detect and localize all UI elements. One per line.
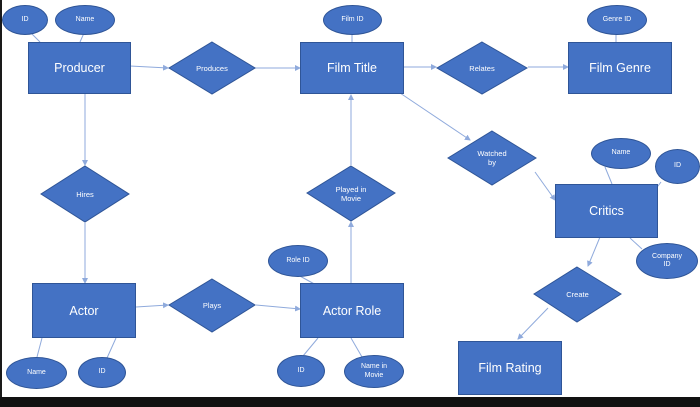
attr-actor-name-label: Name — [27, 368, 46, 376]
attr-genre-id[interactable]: Genre ID — [587, 5, 647, 35]
attr-producer-id-label: ID — [21, 15, 29, 23]
link-critics-name — [604, 166, 613, 185]
link-name-in-movie — [350, 337, 363, 358]
diamond-shape — [447, 130, 537, 186]
attr-genre-id-label: Genre ID — [602, 15, 632, 23]
edge-producer-produces — [129, 64, 169, 71]
attr-film-id[interactable]: Film ID — [323, 5, 382, 35]
edge-filmtitle-watchedby — [399, 92, 471, 141]
entity-actor-role-label: Actor Role — [322, 303, 382, 318]
frame-bottom-edge — [0, 397, 700, 407]
attr-role-id[interactable]: Role ID — [268, 245, 328, 277]
frame-left-edge — [0, 0, 2, 407]
entity-actor[interactable]: Actor — [32, 283, 136, 338]
rel-hires[interactable]: Hires — [40, 165, 130, 223]
attr-company-id[interactable]: Company ID — [636, 243, 698, 279]
attr-role-attr-id-label: ID — [297, 366, 305, 374]
entity-producer[interactable]: Producer — [28, 42, 131, 94]
rel-plays-label: Plays — [202, 301, 222, 310]
attr-actor-name[interactable]: Name — [6, 357, 67, 389]
entity-film-title-label: Film Title — [327, 61, 377, 75]
rel-watched-by[interactable]: Watched by — [447, 130, 537, 186]
entity-critics-label: Critics — [589, 204, 624, 218]
rel-plays[interactable]: Plays — [168, 278, 256, 333]
edge-watchedby-critics — [534, 171, 556, 201]
link-actor-id — [106, 337, 117, 359]
attr-critics-id-label: ID — [674, 162, 681, 170]
attr-role-attr-id[interactable]: ID — [277, 355, 325, 387]
edge-create-filmrating — [517, 307, 549, 340]
entity-film-genre[interactable]: Film Genre — [568, 42, 672, 94]
rel-played-in-movie-label: Played in Movie — [335, 184, 367, 203]
edge-plays-actorrole — [255, 304, 301, 312]
attr-name-in-movie-label: Name in Movie — [360, 363, 388, 379]
rel-relates-label: Relates — [469, 63, 495, 73]
entity-film-rating[interactable]: Film Rating — [458, 341, 562, 395]
edge-actor-plays — [135, 302, 169, 309]
attr-company-id-label: Company ID — [652, 252, 682, 268]
rel-relates[interactable]: Relates — [436, 41, 528, 95]
attr-producer-name[interactable]: Name — [55, 5, 115, 35]
attr-critics-name[interactable]: Name — [591, 138, 651, 169]
rel-produces[interactable]: Produces — [168, 41, 256, 95]
attr-name-in-movie[interactable]: Name in Movie — [344, 355, 404, 388]
link-role-attr-id — [302, 337, 319, 357]
entity-film-title[interactable]: Film Title — [300, 42, 404, 94]
link-company-id — [629, 237, 643, 250]
diamond-shape — [436, 41, 528, 95]
diamond-shape — [168, 278, 256, 333]
attr-producer-name-label: Name — [75, 15, 95, 23]
entity-film-genre-label: Film Genre — [589, 61, 651, 75]
entity-actor-role[interactable]: Actor Role — [300, 283, 404, 338]
attr-film-id-label: Film ID — [341, 15, 364, 23]
attr-critics-name-label: Name — [611, 149, 631, 157]
rel-create-label: Create — [566, 290, 589, 299]
attr-producer-id[interactable]: ID — [2, 5, 48, 35]
entity-actor-label: Actor — [69, 303, 99, 318]
entity-film-rating-label: Film Rating — [478, 361, 542, 375]
rel-create[interactable]: Create — [533, 266, 622, 323]
diamond-shape — [533, 266, 622, 323]
link-actor-name — [36, 337, 43, 358]
entity-producer-label: Producer — [54, 61, 105, 75]
rel-watched-by-label: Watched by — [477, 149, 507, 167]
attr-actor-id[interactable]: ID — [78, 357, 126, 388]
diamond-shape — [306, 165, 396, 222]
attr-role-id-label: Role ID — [286, 256, 310, 264]
entity-critics[interactable]: Critics — [555, 184, 658, 238]
edge-critics-create — [587, 236, 601, 267]
rel-produces-label: Produces — [196, 63, 228, 73]
diamond-shape — [168, 41, 256, 95]
attr-actor-id-label: ID — [98, 368, 106, 376]
attr-critics-id[interactable]: ID — [655, 149, 700, 184]
rel-played-in-movie[interactable]: Played in Movie — [306, 165, 396, 222]
rel-hires-label: Hires — [76, 189, 94, 199]
diamond-shape — [40, 165, 130, 223]
